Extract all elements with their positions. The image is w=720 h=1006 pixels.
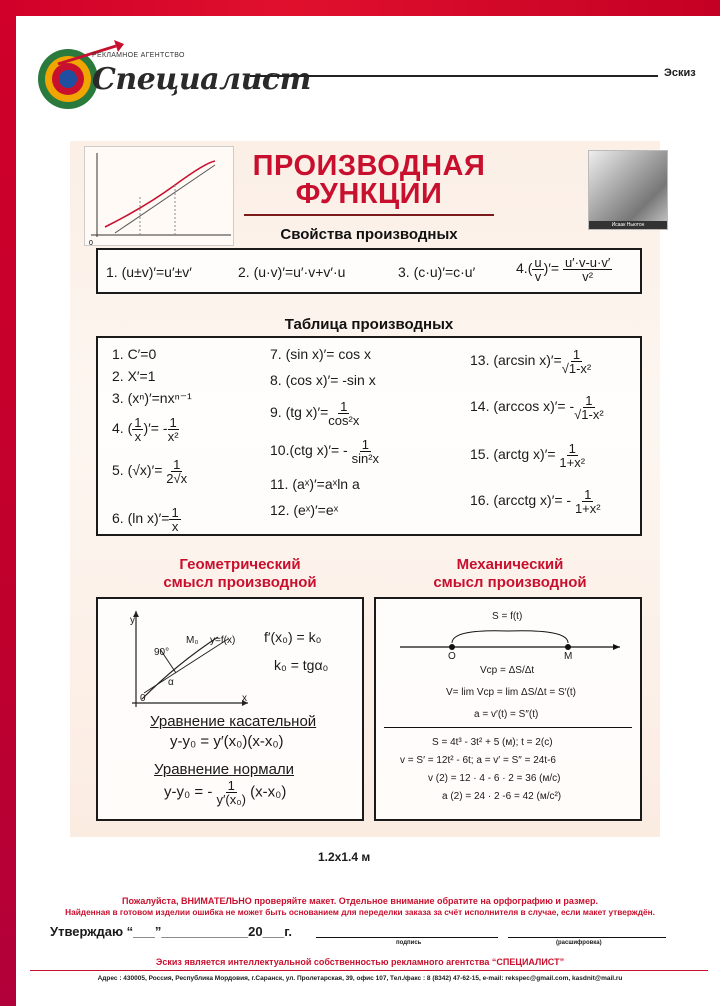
title-underline — [244, 214, 494, 216]
tangent-title: Уравнение касательной — [150, 713, 317, 730]
approve-line: Утверждаю “___”____________20___г. — [50, 924, 293, 939]
property-2: 2. (u·v)′=u′·v+v′·u — [238, 264, 346, 280]
decode-line — [508, 937, 666, 938]
title-line-1: ПРОИЗВОДНАЯ — [252, 150, 486, 182]
header-rule — [250, 75, 658, 77]
portrait-caption: Исаак Ньютон — [589, 221, 667, 229]
table-heading: Таблица производных — [284, 316, 454, 333]
agency-address: Адрес : 430005, Россия, Республика Мордо… — [97, 975, 623, 982]
address-rule — [30, 970, 708, 971]
mech-line-4: S = 4t³ - 3t² + 5 (м); t = 2(c) — [432, 737, 553, 748]
mech-line-3: a = v′(t) = S″(t) — [474, 709, 539, 720]
geom-formula-2: k₀ = tgα₀ — [274, 657, 329, 673]
normal-title: Уравнение нормали — [154, 761, 295, 778]
mech-s-label: S = f(t) — [492, 611, 523, 622]
ip-notice: Эскиз является интеллектуальной собствен… — [155, 957, 565, 967]
sketch-label: Эскиз — [664, 67, 696, 79]
signature-label: подпись — [396, 940, 422, 946]
formula-1: 1. C′=0 — [112, 346, 157, 362]
poster-title: ПРОИЗВОДНАЯ ФУНКЦИИ — [244, 150, 494, 210]
left-red-border — [0, 0, 16, 1006]
formula-11: 11. (aˣ)′=aˣln a — [270, 476, 360, 492]
formula-14: 14. (arccos x)′= -1√1-x² — [470, 393, 604, 422]
formula-2: 2. X′=1 — [112, 368, 156, 384]
formula-7: 7. (sin x)′= cos x — [270, 346, 372, 362]
property-3: 3. (c·u)′=c·u′ — [398, 264, 476, 280]
tangent-graph — [132, 611, 248, 707]
mech-line-7: a (2) = 24 · 2 -6 = 42 (м/с²) — [442, 791, 562, 802]
agency-logo — [28, 34, 248, 114]
top-red-border — [0, 0, 720, 16]
title-line-2: ФУНКЦИИ — [295, 178, 443, 210]
signature-line — [316, 937, 498, 938]
mech-line-1: Vср = ΔS/Δt — [480, 665, 535, 676]
geom-formula-1: f′(x₀) = k₀ — [264, 629, 322, 645]
geometric-box: y x 0 M₀ y=f(x) 90° α f′(x₀) = k₀ k₀ = t… — [96, 597, 364, 821]
mech-line-2: V= lim Vср = lim ΔS/Δt = S′(t) — [446, 687, 576, 698]
mech-divider — [384, 727, 632, 728]
formula-8: 8. (cos x)′= -sin x — [270, 372, 376, 388]
property-1: 1. (u±v)′=u′±v′ — [106, 264, 192, 280]
graph-label-fx: y=f(x) — [210, 635, 236, 646]
mech-o-label: O — [448, 651, 456, 662]
motion-axis — [400, 630, 620, 650]
graph-label-x: x — [242, 693, 247, 704]
graph-label-alpha: α — [168, 677, 174, 688]
graph-label-y: y — [130, 615, 135, 626]
tangent-equation: y-y₀ = y′(x₀)(x-x₀) — [170, 733, 284, 750]
logo-subtitle: РЕКЛАМНОЕ АГЕНТСТВО — [92, 52, 185, 59]
graph-label-m0: M₀ — [186, 635, 199, 646]
logo-name: Специалист — [92, 62, 311, 97]
footer-note-1: Пожалуйста, ВНИМАТЕЛЬНО проверяйте макет… — [122, 896, 598, 906]
mechanical-box: S = f(t) O M Vср = ΔS/Δt V= lim Vср = li… — [374, 597, 642, 821]
derivative-graph-illustration: 0 — [84, 146, 234, 247]
properties-heading: Свойства производных — [280, 226, 458, 243]
formula-3: 3. (xⁿ)′=nxⁿ⁻¹ — [112, 390, 192, 406]
poster-size: 1.2x1.4 м — [318, 850, 371, 864]
mech-line-6: v (2) = 12 · 4 - 6 · 2 = 36 (м/с) — [428, 773, 561, 784]
properties-box: 1. (u±v)′=u′±v′ 2. (u·v)′=u′·v+v′·u 3. (… — [96, 248, 642, 294]
svg-text:0: 0 — [89, 240, 93, 247]
formula-12: 12. (eˣ)′=eˣ — [270, 502, 339, 518]
newton-portrait: Исаак Ньютон — [588, 150, 668, 230]
mech-m-label: M — [564, 651, 573, 662]
graph-label-90: 90° — [154, 647, 170, 658]
graph-label-origin: 0 — [140, 693, 146, 704]
formula-13: 13. (arcsin x)′=1√1-x² — [470, 347, 592, 376]
decode-label: (расшифровка) — [556, 940, 602, 946]
mech-line-5: v = S′ = 12t² - 6t; a = v′ = S″ = 24t-6 — [400, 755, 556, 766]
footer-note-2: Найденная в готовом изделии ошибка не мо… — [65, 907, 655, 917]
